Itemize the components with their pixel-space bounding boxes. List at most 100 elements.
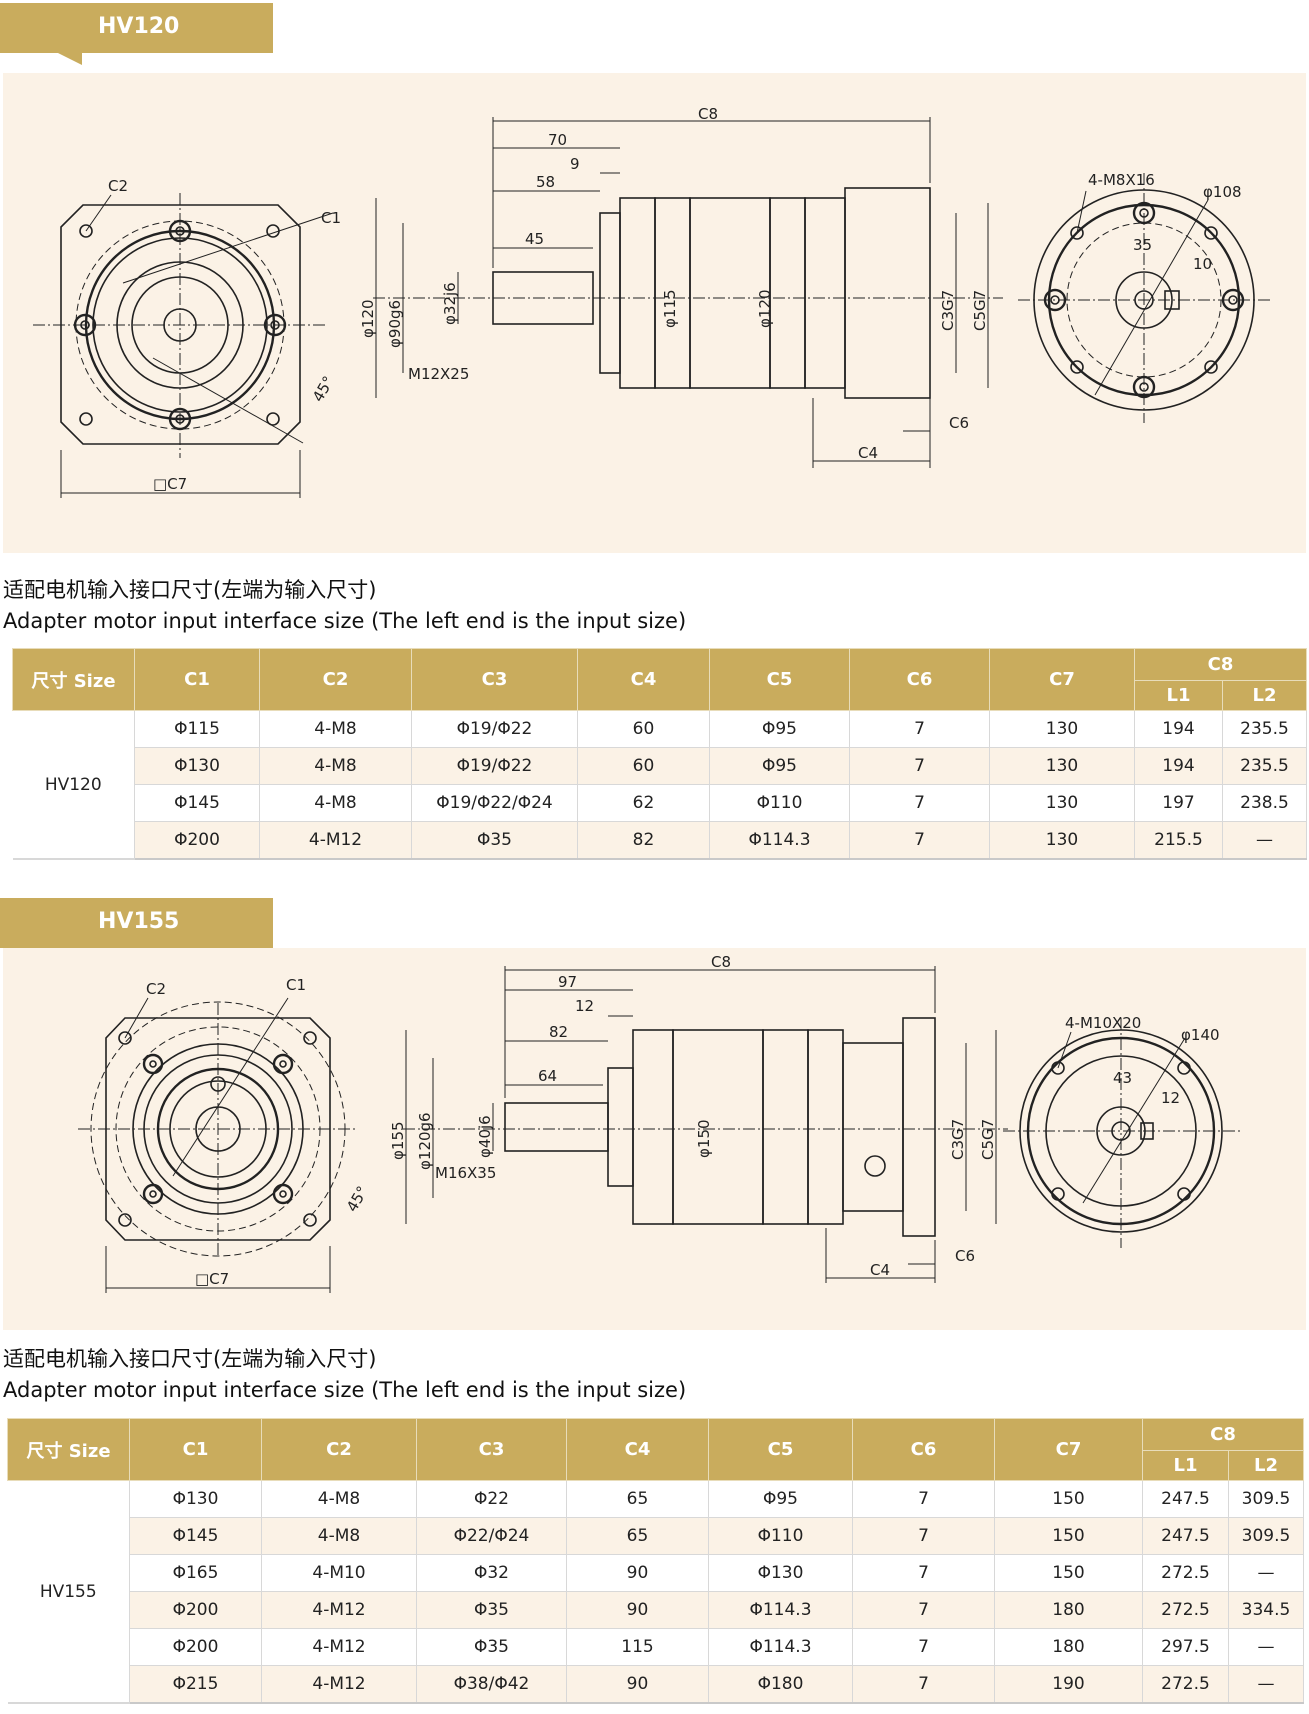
header-c6: C6 xyxy=(852,1418,995,1481)
caption-hv155: 适配电机输入接口尺寸(左端为输入尺寸) Adapter motor input … xyxy=(3,1344,686,1406)
cell-c6: 7 xyxy=(852,1628,995,1666)
spec-table-hv120: 尺寸 Size C1 C2 C3 C4 C5 C6 C7 C8 L1 L2 HV… xyxy=(12,648,1308,860)
cell-c7: 130 xyxy=(989,710,1135,748)
label-m16x35: M16X35 xyxy=(435,1164,496,1182)
cell-l2: 238.5 xyxy=(1222,784,1308,822)
cell-c5: Φ110 xyxy=(709,784,850,822)
table-row: HV155 Φ130 4-M8 Φ22 65 Φ95 7 150 247.5 3… xyxy=(7,1480,1305,1704)
table-row: Φ165 4-M10 Φ32 90 Φ130 7 150 272.5 — xyxy=(8,1554,1305,1592)
cell-c1: Φ130 xyxy=(129,1480,262,1518)
cell-c7: 130 xyxy=(989,747,1135,785)
cell-c5: Φ114.3 xyxy=(709,821,850,860)
cell-c1: Φ200 xyxy=(129,1591,262,1629)
label-c6: C6 xyxy=(955,1247,975,1265)
cell-c6: 7 xyxy=(852,1591,995,1629)
label-58: 58 xyxy=(536,173,555,191)
cell-l2: 334.5 xyxy=(1228,1591,1305,1629)
cell-l1: 272.5 xyxy=(1142,1554,1229,1592)
cell-c3: Φ22 xyxy=(416,1480,567,1518)
header-size: 尺寸 Size xyxy=(12,648,135,711)
label-64: 64 xyxy=(538,1067,557,1085)
header-c1: C1 xyxy=(129,1418,262,1481)
output-end-view: 4-M10X20 φ140 43 12 xyxy=(1003,1014,1243,1248)
cell-c6: 7 xyxy=(852,1554,995,1592)
label-phi120-body: φ120 xyxy=(756,289,774,328)
caption-chinese: 适配电机输入接口尺寸(左端为输入尺寸) xyxy=(3,578,377,602)
label-70: 70 xyxy=(548,131,567,149)
label-c1: C1 xyxy=(321,209,341,227)
label-9: 9 xyxy=(570,155,580,173)
size-cell: HV120 xyxy=(12,710,135,860)
cell-c2: 4-M12 xyxy=(261,1628,417,1666)
cell-c4: 60 xyxy=(577,710,710,748)
cell-c2: 4-M12 xyxy=(261,1591,417,1629)
table-row: HV120 Φ115 4-M8 Φ19/Φ22 60 Φ95 7 130 194… xyxy=(12,710,1308,860)
model-tag-hv155: HV155 xyxy=(0,898,273,960)
technical-drawing-hv155: C2 C1 45° □C7 xyxy=(3,948,1306,1330)
model-title: HV155 xyxy=(98,909,180,934)
table-row: Φ145 4-M8 Φ22/Φ24 65 Φ110 7 150 247.5 30… xyxy=(8,1517,1305,1555)
label-c2: C2 xyxy=(108,177,128,195)
cell-c1: Φ200 xyxy=(134,821,260,860)
label-c5g7: C5G7 xyxy=(979,1119,997,1160)
caption-hv120: 适配电机输入接口尺寸(左端为输入尺寸) Adapter motor input … xyxy=(3,575,686,637)
cell-c7: 130 xyxy=(989,784,1135,822)
cell-c7: 130 xyxy=(989,821,1135,860)
header-c2: C2 xyxy=(261,1418,417,1481)
label-phi90g6: φ90g6 xyxy=(386,300,404,348)
cell-c5: Φ114.3 xyxy=(708,1628,853,1666)
header-c8: C8 xyxy=(1133,648,1308,681)
cell-c7: 180 xyxy=(994,1591,1143,1629)
cell-l2: 309.5 xyxy=(1228,1480,1305,1518)
label-c4: C4 xyxy=(870,1261,890,1279)
cell-l1: 247.5 xyxy=(1142,1517,1229,1555)
cell-l2: — xyxy=(1228,1665,1305,1704)
cell-l2: 309.5 xyxy=(1228,1517,1305,1555)
cell-c5: Φ110 xyxy=(708,1517,853,1555)
cell-c5: Φ180 xyxy=(708,1665,853,1704)
header-l1: L1 xyxy=(1134,680,1223,711)
cell-l1: 272.5 xyxy=(1142,1665,1229,1704)
table-row: Φ215 4-M12 Φ38/Φ42 90 Φ180 7 190 272.5 — xyxy=(8,1665,1305,1704)
cell-c6: 7 xyxy=(849,784,990,822)
cell-c7: 150 xyxy=(994,1480,1143,1518)
table-row: Φ200 4-M12 Φ35 82 Φ114.3 7 130 215.5 — xyxy=(13,821,1308,860)
cell-c2: 4-M8 xyxy=(261,1517,417,1555)
cell-c1: Φ145 xyxy=(134,784,260,822)
cell-c3: Φ19/Φ22 xyxy=(411,710,578,748)
cell-l1: 215.5 xyxy=(1134,821,1223,860)
label-4-m10x20: 4-M10X20 xyxy=(1065,1014,1141,1032)
label-c1: C1 xyxy=(286,976,306,994)
label-c4: C4 xyxy=(858,444,878,462)
caption-english: Adapter motor input interface size (The … xyxy=(3,609,687,633)
header-c7: C7 xyxy=(994,1418,1143,1481)
label-phi120g6: φ120g6 xyxy=(416,1112,434,1170)
label-phi115: φ115 xyxy=(661,289,679,328)
cell-c4: 60 xyxy=(577,747,710,785)
header-size: 尺寸 Size xyxy=(7,1418,130,1481)
cell-l2: — xyxy=(1228,1628,1305,1666)
cell-c6: 7 xyxy=(852,1665,995,1704)
label-c3g7: C3G7 xyxy=(939,290,957,331)
cell-c3: Φ19/Φ22/Φ24 xyxy=(411,784,578,822)
tag-notch xyxy=(58,53,82,65)
header-c5: C5 xyxy=(708,1418,853,1481)
cell-c2: 4-M12 xyxy=(259,821,412,860)
label-c3g7: C3G7 xyxy=(949,1119,967,1160)
header-c8: C8 xyxy=(1141,1418,1305,1451)
cell-c3: Φ35 xyxy=(416,1591,567,1629)
label-phi32j6: φ32j6 xyxy=(441,282,459,325)
side-view: C8 70 9 58 45 φ120 φ90g6 φ32j6 M12X25 φ1… xyxy=(359,105,1003,468)
cell-c5: Φ95 xyxy=(709,747,850,785)
cell-c3: Φ35 xyxy=(411,821,578,860)
cell-c6: 7 xyxy=(849,747,990,785)
cell-l1: 194 xyxy=(1134,710,1223,748)
label-phi120: φ120 xyxy=(359,299,377,338)
label-c5g7: C5G7 xyxy=(971,290,989,331)
cell-c3: Φ22/Φ24 xyxy=(416,1517,567,1555)
cell-c2: 4-M8 xyxy=(259,710,412,748)
label-c6: C6 xyxy=(949,414,969,432)
label-phi155: φ155 xyxy=(389,1121,407,1160)
cell-c3: Φ38/Φ42 xyxy=(416,1665,567,1704)
technical-drawing-hv120: C2 C1 45° □C7 xyxy=(3,73,1306,553)
